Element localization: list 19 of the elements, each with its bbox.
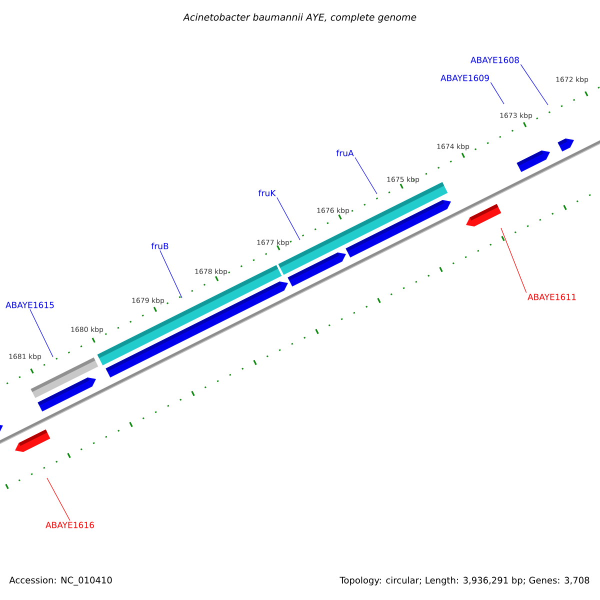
footer-text: Topology: circular; Length: 3,936,291 bp; Genes: 3,708	[340, 576, 590, 586]
leader-line	[30, 309, 54, 358]
title: Acinetobacter baumannii AYE, complete genome	[182, 13, 416, 23]
gene-label: fruA	[336, 150, 354, 156]
leader-line	[46, 478, 70, 521]
leader-line	[354, 157, 378, 194]
leader-line	[160, 250, 182, 298]
leader-line	[500, 228, 527, 293]
leader-line	[490, 82, 504, 104]
leader-line	[276, 197, 300, 240]
gene-label: ABAYE1609	[440, 74, 489, 82]
gene-label: ABAYE1615	[6, 302, 54, 308]
footer-text: Accession: NC_010410	[9, 576, 112, 586]
gene-label: fruK	[258, 190, 276, 196]
gene-label: ABAYE1611	[528, 294, 576, 300]
gene-label: fruB	[151, 242, 168, 250]
gene-label: ABAYE1608	[470, 56, 519, 64]
gene-label: ABAYE1616	[46, 522, 94, 528]
leader-line	[520, 64, 548, 106]
